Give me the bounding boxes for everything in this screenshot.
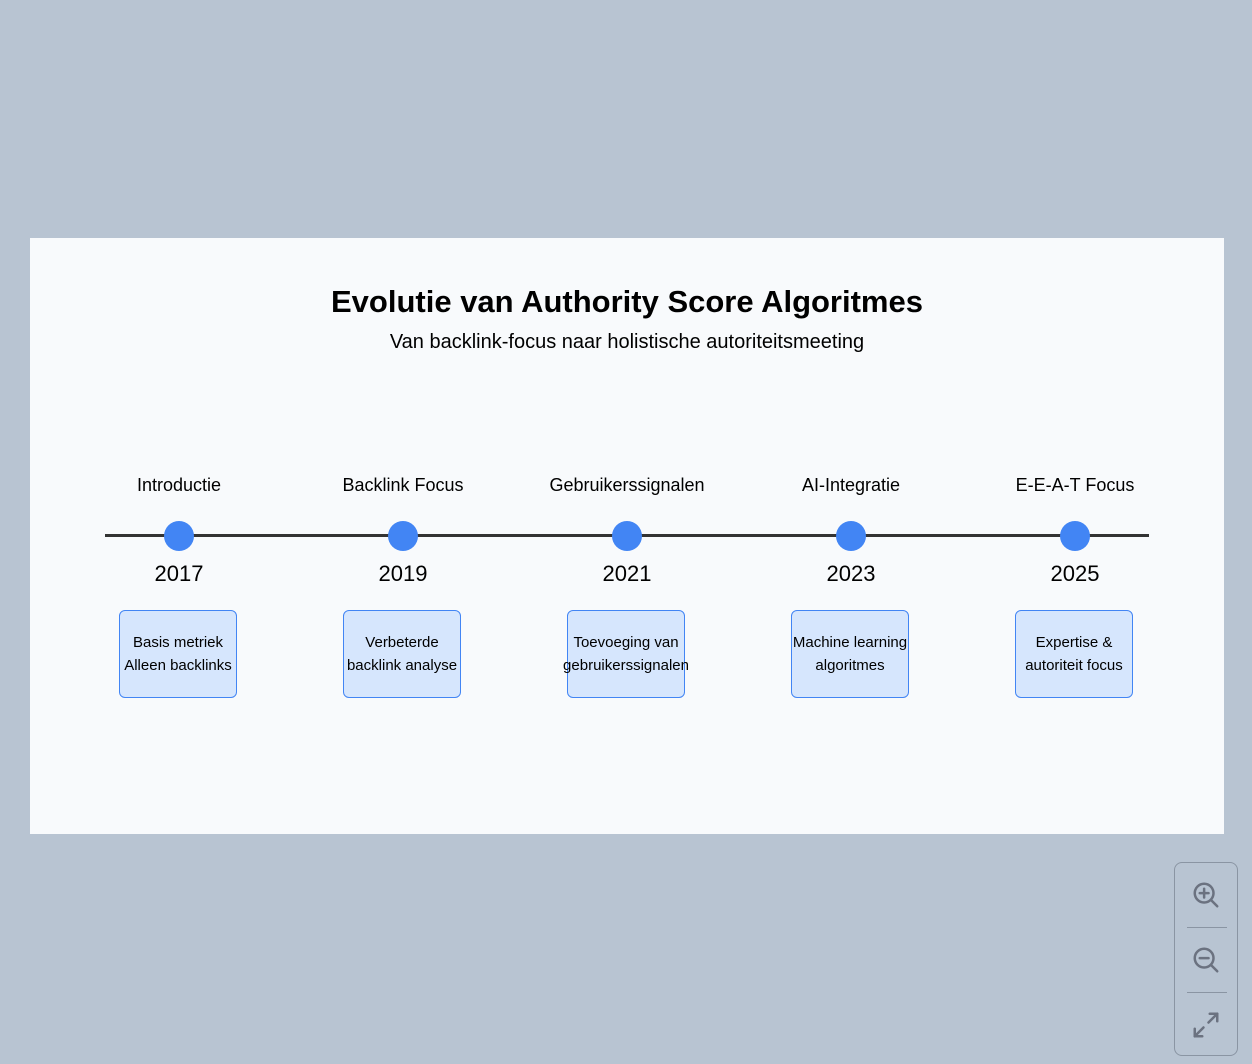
milestone-year: 2019 bbox=[378, 561, 428, 586]
milestone-description: Toevoeging van gebruikerssignalen bbox=[563, 610, 689, 698]
milestone-label: E-E-A-T Focus bbox=[1015, 475, 1135, 495]
milestone-year: 2017 bbox=[154, 561, 204, 586]
zoom-out-icon bbox=[1193, 947, 1219, 973]
description-line: backlink analyse bbox=[346, 657, 458, 674]
diagram-title: Evolutie van Authority Score Algoritmes bbox=[331, 284, 923, 319]
milestone-description: Basis metriek Alleen backlinks bbox=[119, 610, 237, 698]
milestone-dot bbox=[1060, 521, 1090, 551]
control-divider bbox=[1187, 992, 1227, 993]
fullscreen-button[interactable] bbox=[1175, 993, 1237, 1057]
zoom-in-icon bbox=[1193, 882, 1219, 908]
milestone-year: 2025 bbox=[1050, 561, 1100, 586]
milestone: Gebruikerssignalen 2021 Toevoeging van g… bbox=[515, 238, 739, 834]
description-line: Verbeterde bbox=[365, 634, 439, 651]
diagram-canvas: Evolutie van Authority Score Algoritmes … bbox=[30, 238, 1224, 834]
description-line: Expertise & bbox=[1035, 634, 1113, 651]
milestone: E-E-A-T Focus 2025 Expertise & autoritei… bbox=[963, 238, 1187, 834]
description-line: gebruikerssignalen bbox=[563, 657, 689, 674]
diagram-subtitle: Van backlink-focus naar holistische auto… bbox=[389, 331, 865, 353]
description-line: Machine learning bbox=[792, 634, 908, 651]
control-divider bbox=[1187, 927, 1227, 928]
milestone-label: AI-Integratie bbox=[801, 475, 901, 495]
milestone-year: 2021 bbox=[602, 561, 652, 586]
zoom-in-button[interactable] bbox=[1175, 863, 1237, 927]
milestone-description: Expertise & autoriteit focus bbox=[1015, 610, 1133, 698]
milestone-dot bbox=[836, 521, 866, 551]
milestone-dot bbox=[164, 521, 194, 551]
milestone-label: Backlink Focus bbox=[342, 475, 464, 495]
fullscreen-icon bbox=[1193, 1012, 1219, 1038]
milestone: Introductie 2017 Basis metriek Alleen ba… bbox=[67, 238, 291, 834]
milestone-dot bbox=[612, 521, 642, 551]
milestone-year: 2023 bbox=[826, 561, 876, 586]
zoom-controls bbox=[1174, 862, 1238, 1056]
description-line: Basis metriek bbox=[132, 634, 224, 651]
description-line: autoriteit focus bbox=[1025, 657, 1123, 674]
milestone: AI-Integratie 2023 Machine learning algo… bbox=[739, 238, 963, 834]
description-line: Toevoeging van bbox=[573, 634, 679, 651]
milestone-description: Verbeterde backlink analyse bbox=[343, 610, 461, 698]
description-line: Alleen backlinks bbox=[124, 657, 232, 674]
milestone: Backlink Focus 2019 Verbeterde backlink … bbox=[291, 238, 515, 834]
milestone-label: Introductie bbox=[136, 475, 222, 495]
description-line: algoritmes bbox=[815, 657, 885, 674]
milestone-dot bbox=[388, 521, 418, 551]
zoom-out-button[interactable] bbox=[1175, 928, 1237, 992]
milestone-description: Machine learning algoritmes bbox=[791, 610, 909, 698]
milestone-label: Gebruikerssignalen bbox=[549, 475, 705, 495]
